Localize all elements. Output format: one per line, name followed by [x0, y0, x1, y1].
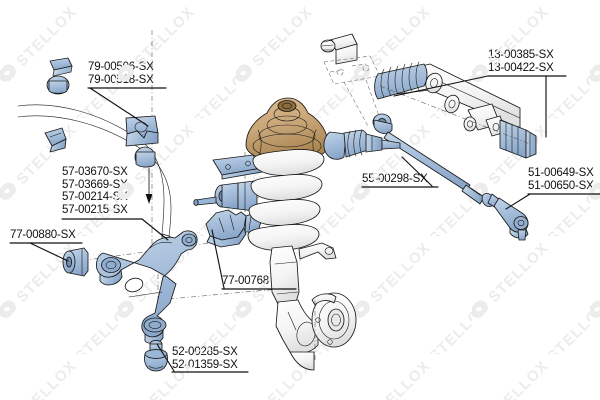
steering-rack-group — [320, 33, 537, 159]
leader-79 — [89, 87, 149, 127]
mount-bushing-assembly — [193, 179, 263, 212]
outer-tie-rod-end-group — [481, 192, 529, 241]
leader-13a — [393, 75, 489, 97]
leader-77-880 — [29, 242, 69, 262]
control-arm-rear-bushing-group — [62, 247, 89, 277]
leader-55 — [401, 156, 433, 187]
stabilizer-link-lower — [44, 127, 67, 153]
steering-rack-bellows-boot — [374, 61, 428, 100]
coil-spring — [247, 149, 325, 251]
wheel-hub — [311, 292, 357, 348]
steering-knuckle — [275, 299, 319, 371]
leader-77-768 — [211, 229, 225, 289]
cv-drive-shaft-group — [323, 129, 401, 160]
leader-52 — [156, 343, 175, 372]
strut-assembly-group — [245, 97, 357, 371]
stabilizer-bar-bushing — [134, 146, 156, 168]
steering-rack-right-boot — [499, 119, 537, 159]
engine-mount-bracket-group — [193, 152, 273, 248]
mount-lower-bracket — [205, 209, 263, 248]
leader-57 — [141, 218, 169, 241]
stabilizer-bar-bushing-clamp — [125, 115, 159, 147]
inner-tie-rod-group — [372, 113, 485, 205]
stabilizer-link-upper — [46, 57, 73, 95]
stabilizer-bar-group — [17, 30, 173, 251]
leader-51 — [505, 193, 531, 210]
